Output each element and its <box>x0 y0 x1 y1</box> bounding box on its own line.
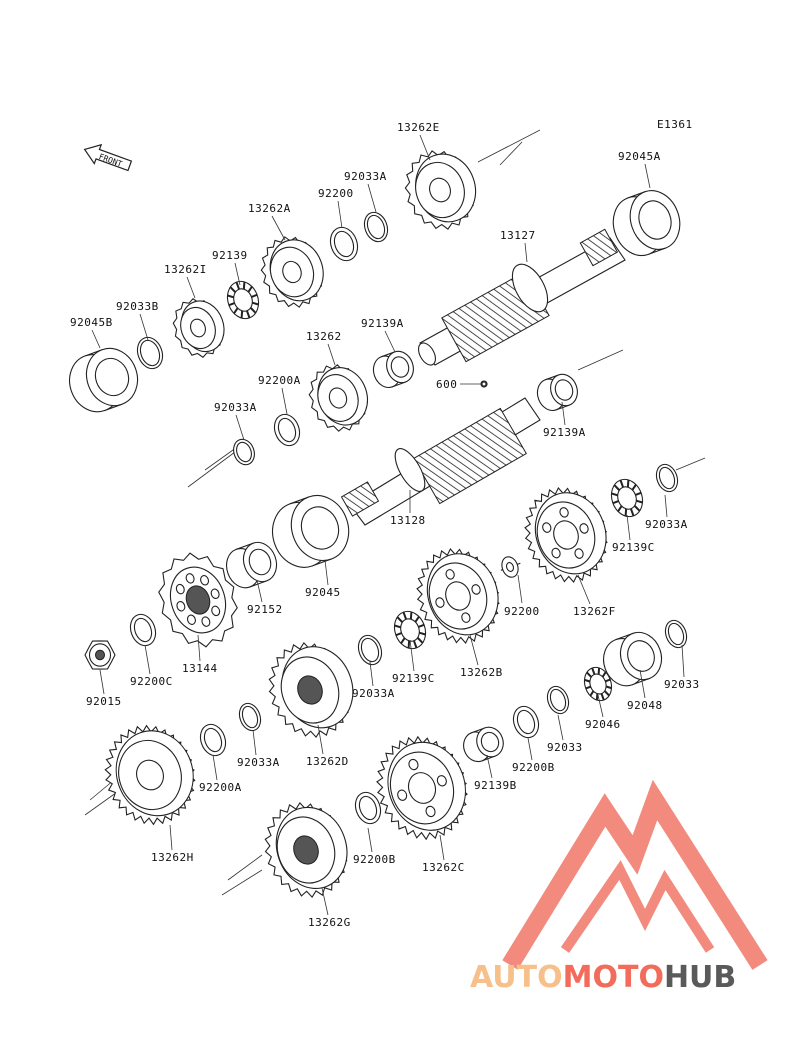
washer-92200-r <box>500 556 521 578</box>
leader-lines <box>91 134 685 916</box>
label-92033A-r: 92033A <box>645 518 688 531</box>
label-13262: 13262 <box>306 330 342 343</box>
label-92015: 92015 <box>86 695 122 708</box>
bushing-92139B <box>463 726 504 763</box>
label-92200C: 92200C <box>130 675 173 688</box>
label-13144: 13144 <box>182 662 218 675</box>
gear-13262D <box>268 641 354 739</box>
shaft-13128 <box>340 397 541 526</box>
part-labels: E1361 13262E 92045A 92033A 92200 13262A … <box>70 118 700 929</box>
label-92200A-low: 92200A <box>199 781 242 794</box>
label-13262E: 13262E <box>397 121 440 134</box>
label-92033A-top: 92033A <box>344 170 387 183</box>
gear-13262F <box>524 486 608 584</box>
washer-92200-top <box>329 226 359 262</box>
sprocket-13144 <box>158 552 238 648</box>
label-92033A-c: 92033A <box>352 687 395 700</box>
bushing-92139A-right <box>536 373 578 412</box>
nut-92015 <box>84 640 116 670</box>
washer-92200A-mid <box>273 413 301 447</box>
watermark-text-moto: MOTO <box>562 960 664 995</box>
label-13127: 13127 <box>500 229 536 242</box>
ring-92033-low <box>546 685 570 715</box>
label-92033B: 92033B <box>116 300 159 313</box>
bearing-92045B <box>69 347 139 413</box>
gear-13262E <box>404 150 477 230</box>
ring-92033A-r <box>655 463 679 493</box>
label-92139A-top: 92139A <box>361 317 404 330</box>
front-arrow-icon: FRONT <box>83 143 133 172</box>
label-13262F: 13262F <box>573 605 616 618</box>
label-92200A-mid: 92200A <box>258 374 301 387</box>
gear-13262G <box>264 801 348 899</box>
gear-13262B <box>416 547 500 645</box>
label-92033: 92033 <box>664 678 700 691</box>
ring-92033A-top <box>363 211 389 243</box>
label-600: 600 <box>436 378 457 391</box>
label-92200-r: 92200 <box>504 605 540 618</box>
ring-92033B <box>136 336 164 370</box>
gear-13262A <box>260 236 324 308</box>
label-92045B: 92045B <box>70 316 113 329</box>
gear-13262C <box>376 735 468 841</box>
label-92139: 92139 <box>212 249 248 262</box>
label-92033A-mid: 92033A <box>214 401 257 414</box>
gear-13262 <box>308 364 368 432</box>
label-13262H: 13262H <box>151 851 194 864</box>
needle-bearing-92046 <box>583 666 613 702</box>
label-92045: 92045 <box>305 586 341 599</box>
parts-layer <box>69 150 688 899</box>
watermark-text-auto: AUTO <box>470 960 563 995</box>
label-13262I: 13262I <box>164 263 207 276</box>
washer-92200C <box>129 613 157 647</box>
needle-bearing-92139C-r <box>610 478 644 518</box>
ring-92033A-c <box>357 634 383 666</box>
washer-92200A-low <box>199 723 227 757</box>
label-13262A: 13262A <box>248 202 291 215</box>
bearing-92045 <box>272 494 350 568</box>
automotohub-logo-icon <box>502 779 768 970</box>
label-92048: 92048 <box>627 699 663 712</box>
needle-bearing-92139 <box>226 280 260 320</box>
bearing-92045A <box>612 190 681 257</box>
label-92200B-low: 92200B <box>353 853 396 866</box>
needle-bearing-92139C-c <box>393 610 427 650</box>
label-92139B: 92139B <box>474 779 517 792</box>
plug-600 <box>480 380 488 388</box>
gear-13262H <box>104 724 196 826</box>
label-13262C: 13262C <box>422 861 465 874</box>
collar-92152 <box>226 541 278 589</box>
diagram-code: E1361 <box>657 118 693 131</box>
ring-92033A-mid <box>233 438 255 466</box>
label-13262B: 13262B <box>460 666 503 679</box>
label-92139C-r: 92139C <box>612 541 655 554</box>
label-13262G: 13262G <box>308 916 351 929</box>
gear-13262I <box>172 298 225 358</box>
bearing-92048 <box>603 631 663 687</box>
bushing-92139A-top <box>372 350 414 389</box>
watermark: AUTOMOTOHUB <box>470 779 800 1047</box>
label-92033-low: 92033 <box>547 741 583 754</box>
label-92045A: 92045A <box>618 150 661 163</box>
label-92139A-right: 92139A <box>543 426 586 439</box>
label-13262D: 13262D <box>306 755 349 768</box>
label-13128: 13128 <box>390 514 426 527</box>
shaft-13127 <box>418 228 626 366</box>
label-92200B-r: 92200B <box>512 761 555 774</box>
label-92200-top: 92200 <box>318 187 354 200</box>
ring-92033A-low <box>238 702 262 732</box>
label-92033A-low: 92033A <box>237 756 280 769</box>
ring-92033 <box>664 619 688 649</box>
label-92139C-c: 92139C <box>392 672 435 685</box>
label-92152: 92152 <box>247 603 283 616</box>
watermark-text-hub: HUB <box>663 960 737 995</box>
label-92046: 92046 <box>585 718 621 731</box>
washer-92200B-r <box>512 705 540 739</box>
washer-92200B-low <box>354 791 382 825</box>
